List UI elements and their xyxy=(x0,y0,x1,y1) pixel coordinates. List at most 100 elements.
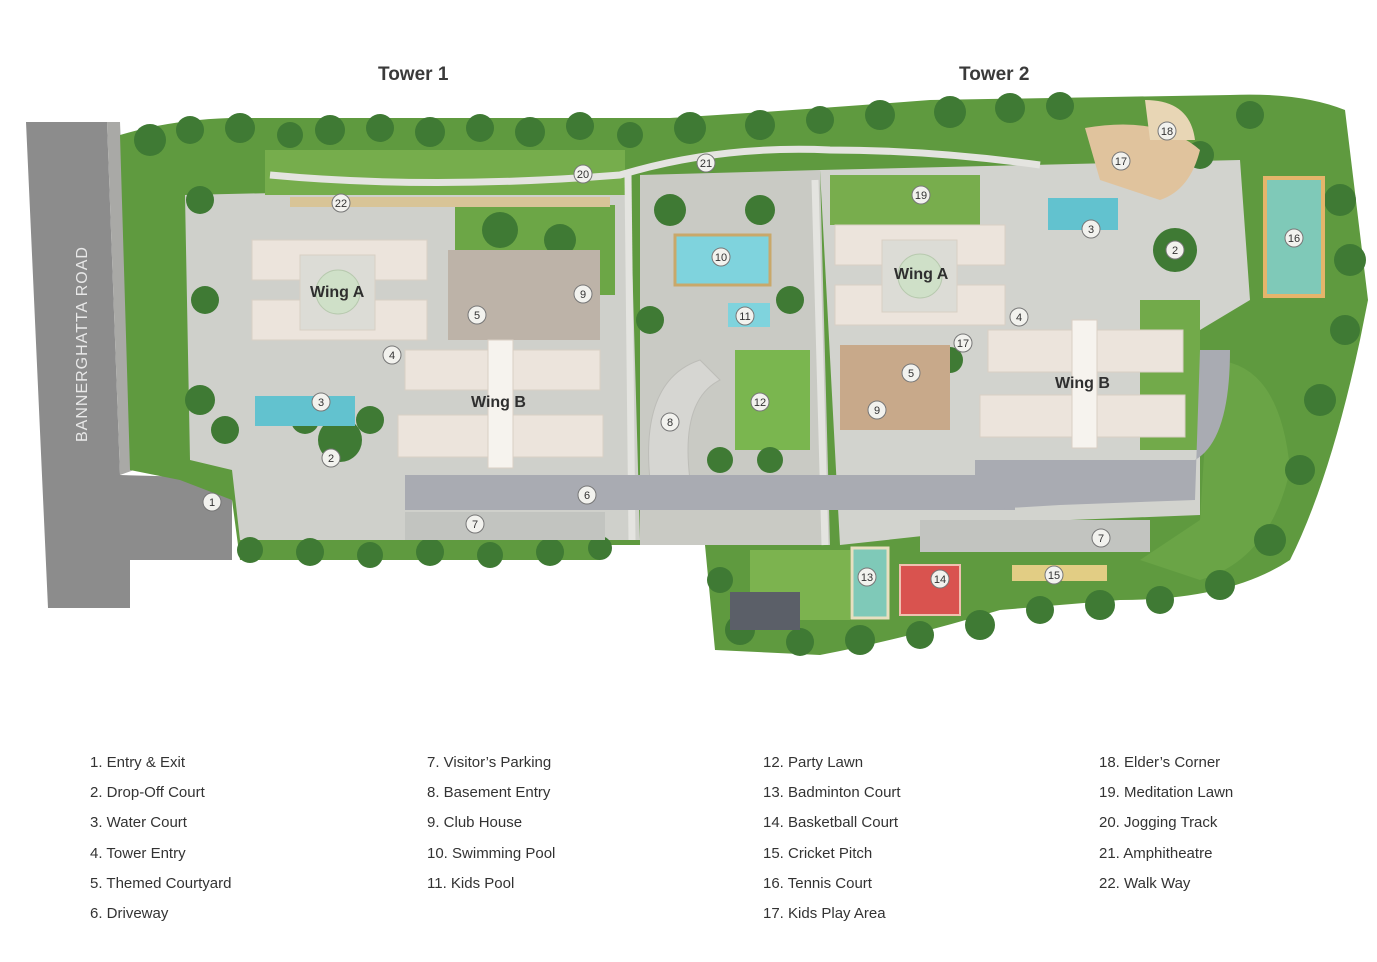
legend-item: 7. Visitor’s Parking xyxy=(427,754,552,771)
t1-wing-b-label: Wing B xyxy=(471,394,526,411)
tower2-wing-b xyxy=(979,319,1186,449)
tower-2-title: Tower 2 xyxy=(959,64,1030,85)
amenity-marker-label: 3 xyxy=(1088,224,1094,236)
legend-item: 2. Drop-Off Court xyxy=(90,784,205,802)
amenity-marker-7 xyxy=(1091,528,1111,548)
amenity-marker-9 xyxy=(573,284,593,304)
amenity-marker-13 xyxy=(857,567,877,587)
legend-item: 21. Amphitheatre xyxy=(1099,844,1213,862)
amenity-marker-label: 20 xyxy=(577,169,589,181)
amenity-marker-5 xyxy=(901,363,921,383)
service-block xyxy=(730,592,800,630)
amenity-marker-label: 12 xyxy=(754,397,766,409)
amenity-marker-label: 9 xyxy=(874,405,880,417)
basketball-court xyxy=(899,564,961,616)
amenity-marker-4 xyxy=(382,345,402,365)
driveway-t2 xyxy=(975,350,1230,510)
amenity-marker-label: 2 xyxy=(1172,245,1178,257)
amenity-marker-6 xyxy=(577,485,597,505)
legend-item: 3. Water Court xyxy=(90,814,187,832)
amenity-marker-label: 7 xyxy=(1098,533,1104,545)
road-label: BANNERGHATTA ROAD xyxy=(74,246,91,442)
amenity-marker-8 xyxy=(660,412,680,432)
basement-ramp xyxy=(648,359,721,481)
amenity-marker-15 xyxy=(1044,565,1064,585)
legend-column-3: 12. Party Lawn 13. Badminton Court 14. B… xyxy=(763,748,901,929)
legend-item: 22. Walk Way xyxy=(1099,874,1191,892)
amenity-marker-label: 22 xyxy=(335,198,347,210)
amenity-marker-11 xyxy=(735,306,755,326)
t2-wing-b-label: Wing B xyxy=(1055,375,1110,392)
amenity-marker-label: 1 xyxy=(209,497,215,509)
amenity-marker-label: 11 xyxy=(739,311,750,323)
legend-item: 9. Club House xyxy=(427,814,523,832)
amenity-marker-9 xyxy=(867,400,887,420)
amenity-marker-label: 16 xyxy=(1288,233,1300,245)
amenity-marker-2 xyxy=(321,448,341,468)
legend-item: 6. Driveway xyxy=(90,904,169,922)
tower1-wing-a xyxy=(251,239,428,341)
site-plan-map: BANNERGHATTA ROAD xyxy=(26,92,1368,656)
legend-item: 13. Badminton Court xyxy=(763,784,901,802)
legend-column-4: 18. Elder’s Corner 19. Meditation Lawn 2… xyxy=(1099,748,1233,899)
amenity-marker-label: 15 xyxy=(1048,570,1060,582)
elders-corner xyxy=(1145,100,1195,140)
amenity-marker-label: 21 xyxy=(700,158,712,170)
amenity-marker-label: 6 xyxy=(584,490,590,502)
club-house-t2 xyxy=(840,345,950,430)
bannerghatta-road: BANNERGHATTA ROAD xyxy=(26,122,232,608)
amenity-marker-label: 8 xyxy=(667,417,673,429)
amenity-marker-label: 2 xyxy=(328,453,334,465)
legend-item: 1. Entry & Exit xyxy=(90,754,186,771)
legend-item: 18. Elder’s Corner xyxy=(1099,754,1221,771)
legend-item: 20. Jogging Track xyxy=(1099,814,1218,832)
amenity-marker-3 xyxy=(311,392,331,412)
visitor-parking-t1 xyxy=(405,512,605,540)
amenity-marker-14 xyxy=(930,569,950,589)
amenity-marker-7 xyxy=(465,514,485,534)
legend-column-2: 7. Visitor’s Parking 8. Basement Entry 9… xyxy=(427,748,555,899)
legend-item: 15. Cricket Pitch xyxy=(763,844,873,862)
kids-play-area xyxy=(1085,124,1200,200)
amenity-marker-label: 5 xyxy=(474,310,480,322)
amenity-marker-label: 7 xyxy=(472,519,478,531)
amenity-marker-17 xyxy=(953,333,973,353)
legend-item: 19. Meditation Lawn xyxy=(1099,784,1234,802)
tower2-wing-a xyxy=(834,224,1006,326)
amenity-marker-label: 5 xyxy=(908,368,914,380)
amenity-marker-label: 18 xyxy=(1161,126,1173,138)
water-court-t1 xyxy=(255,396,355,426)
legend-item: 17. Kids Play Area xyxy=(763,904,886,922)
walk-way-strip xyxy=(290,197,610,207)
amenity-marker-10 xyxy=(711,247,731,267)
amenity-marker-20 xyxy=(573,164,593,184)
legend-item: 11. Kids Pool xyxy=(427,874,515,892)
amenity-marker-17 xyxy=(1111,151,1131,171)
amenity-marker-label: 19 xyxy=(915,190,927,202)
amenity-marker-label: 17 xyxy=(957,338,969,350)
visitor-parking-t2 xyxy=(920,520,1150,552)
amenity-marker-16 xyxy=(1284,228,1304,248)
amenity-marker-label: 17 xyxy=(1115,156,1127,168)
t1-wing-a-label: Wing A xyxy=(310,284,365,301)
legend-item: 16. Tennis Court xyxy=(763,874,872,892)
amenity-marker-label: 10 xyxy=(715,252,727,264)
amenity-marker-18 xyxy=(1157,121,1177,141)
amenity-marker-1 xyxy=(202,492,222,512)
amenity-marker-21 xyxy=(696,153,716,173)
t2-wing-a-label: Wing A xyxy=(894,266,949,283)
legend-item: 8. Basement Entry xyxy=(427,784,551,802)
amenity-marker-label: 4 xyxy=(389,350,395,362)
amenity-marker-5 xyxy=(467,305,487,325)
tree-canopy xyxy=(134,92,1366,656)
amenity-marker-22 xyxy=(331,193,351,213)
legend-item: 5. Themed Courtyard xyxy=(90,874,232,892)
legend-item: 14. Basketball Court xyxy=(763,814,899,832)
legend-item: 10. Swimming Pool xyxy=(427,844,556,862)
amenity-marker-label: 13 xyxy=(861,572,873,584)
amenity-marker-4 xyxy=(1009,307,1029,327)
tower-1-title: Tower 1 xyxy=(378,64,449,85)
amenity-marker-19 xyxy=(911,185,931,205)
legend-item: 12. Party Lawn xyxy=(763,754,864,771)
